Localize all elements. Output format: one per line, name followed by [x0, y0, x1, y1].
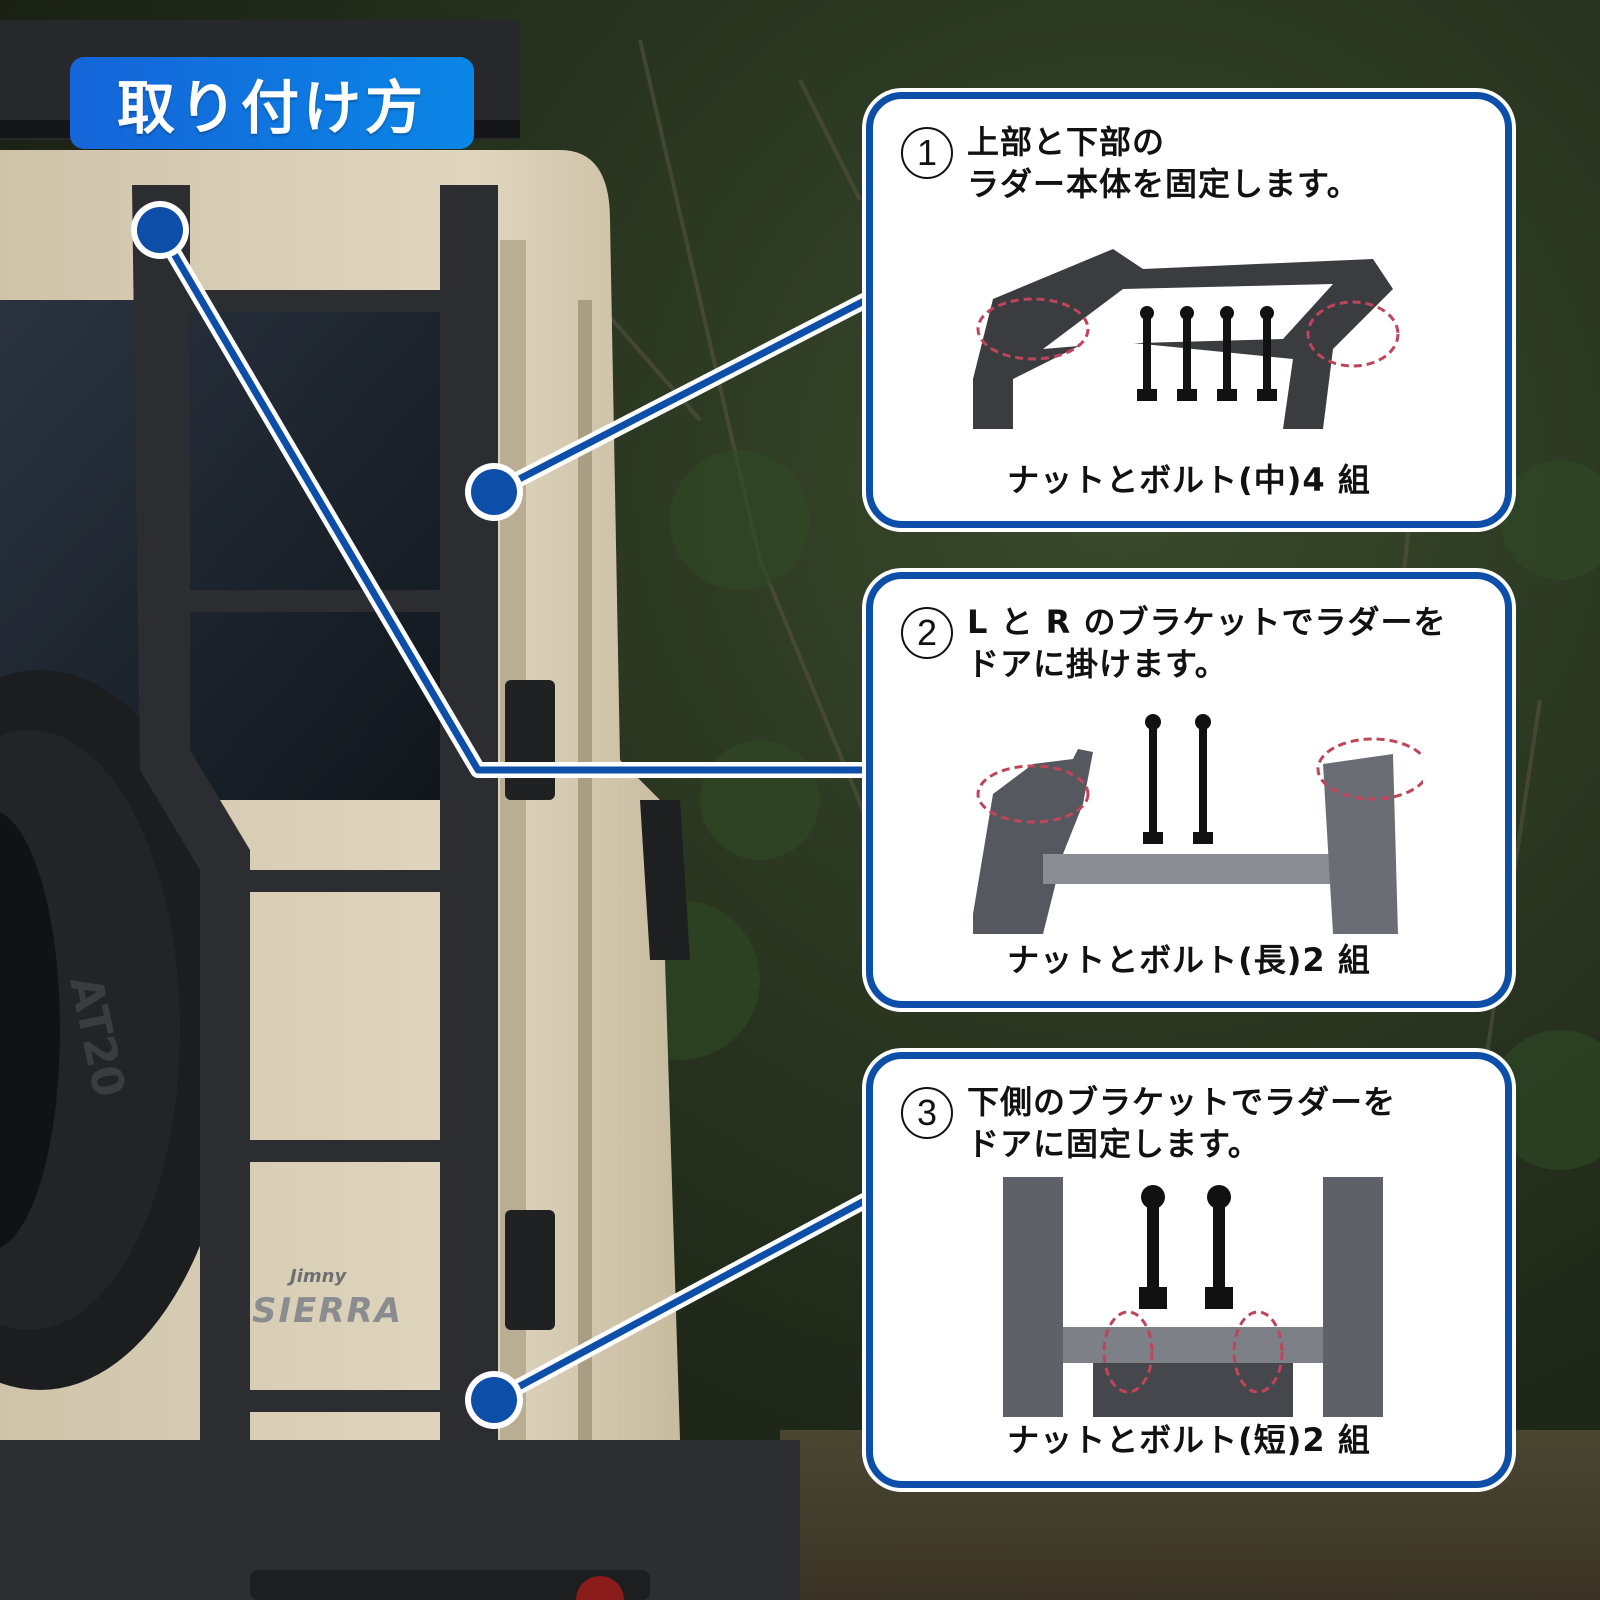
step-instruction: L と R のブラケットでラダーを ドアに掛けます。: [967, 603, 1447, 683]
step-instruction: 上部と下部の ラダー本体を固定します。: [967, 123, 1360, 203]
parts-caption: ナットとボルト(長)2 組: [1007, 941, 1371, 979]
title-badge: 取り付け方: [70, 57, 474, 149]
highlight-circles: [1102, 1310, 1284, 1394]
parts-caption: ナットとボルト(中)4 組: [1007, 461, 1371, 499]
step-card-2: 2 L と R のブラケットでラダーを ドアに掛けます。 ナットとボルト(長)2…: [866, 572, 1512, 1008]
reflector: [576, 1576, 624, 1600]
highlight-circles: [976, 737, 1423, 824]
step-header: 3 下側のブラケットでラダーを ドアに固定します。: [901, 1081, 1485, 1165]
svg-text:SIERRA: SIERRA: [252, 1291, 403, 1331]
rear-bumper: [0, 1440, 800, 1600]
step-number-badge: 2: [901, 607, 953, 659]
step-number-badge: 3: [901, 1087, 953, 1139]
callout-connectors: [152, 222, 874, 1408]
door-hinge: [505, 680, 555, 800]
step-header: 1 上部と下部の ラダー本体を固定します。: [901, 121, 1485, 205]
step-card-1: 1 上部と下部の ラダー本体を固定します。 ナットとボルト(中)4 組: [866, 92, 1512, 528]
step-card-3: 3 下側のブラケットでラダーを ドアに固定します。 ナットとボルト(短)2 組: [866, 1052, 1512, 1488]
step-header: 2 L と R のブラケットでラダーを ドアに掛けます。: [901, 601, 1485, 685]
title-text: 取り付け方: [116, 74, 427, 142]
highlight-circles: [976, 297, 1400, 368]
svg-text:Jimny: Jimny: [287, 1266, 347, 1287]
step-number-badge: 1: [901, 127, 953, 179]
spare-tire: [0, 670, 240, 1390]
bracket-parts-image: [973, 714, 1423, 934]
parts-caption: ナットとボルト(短)2 組: [1007, 1421, 1371, 1459]
vehicle-emblem: Jimny SIERRA: [252, 1266, 403, 1331]
callout-dots: [131, 201, 523, 1429]
step-instruction: 下側のブラケットでラダーを ドアに固定します。: [967, 1083, 1397, 1163]
rear-window: [0, 300, 450, 800]
ladder-frame-parts-image: [973, 249, 1400, 429]
lower-bracket-parts-image: [1003, 1177, 1383, 1417]
